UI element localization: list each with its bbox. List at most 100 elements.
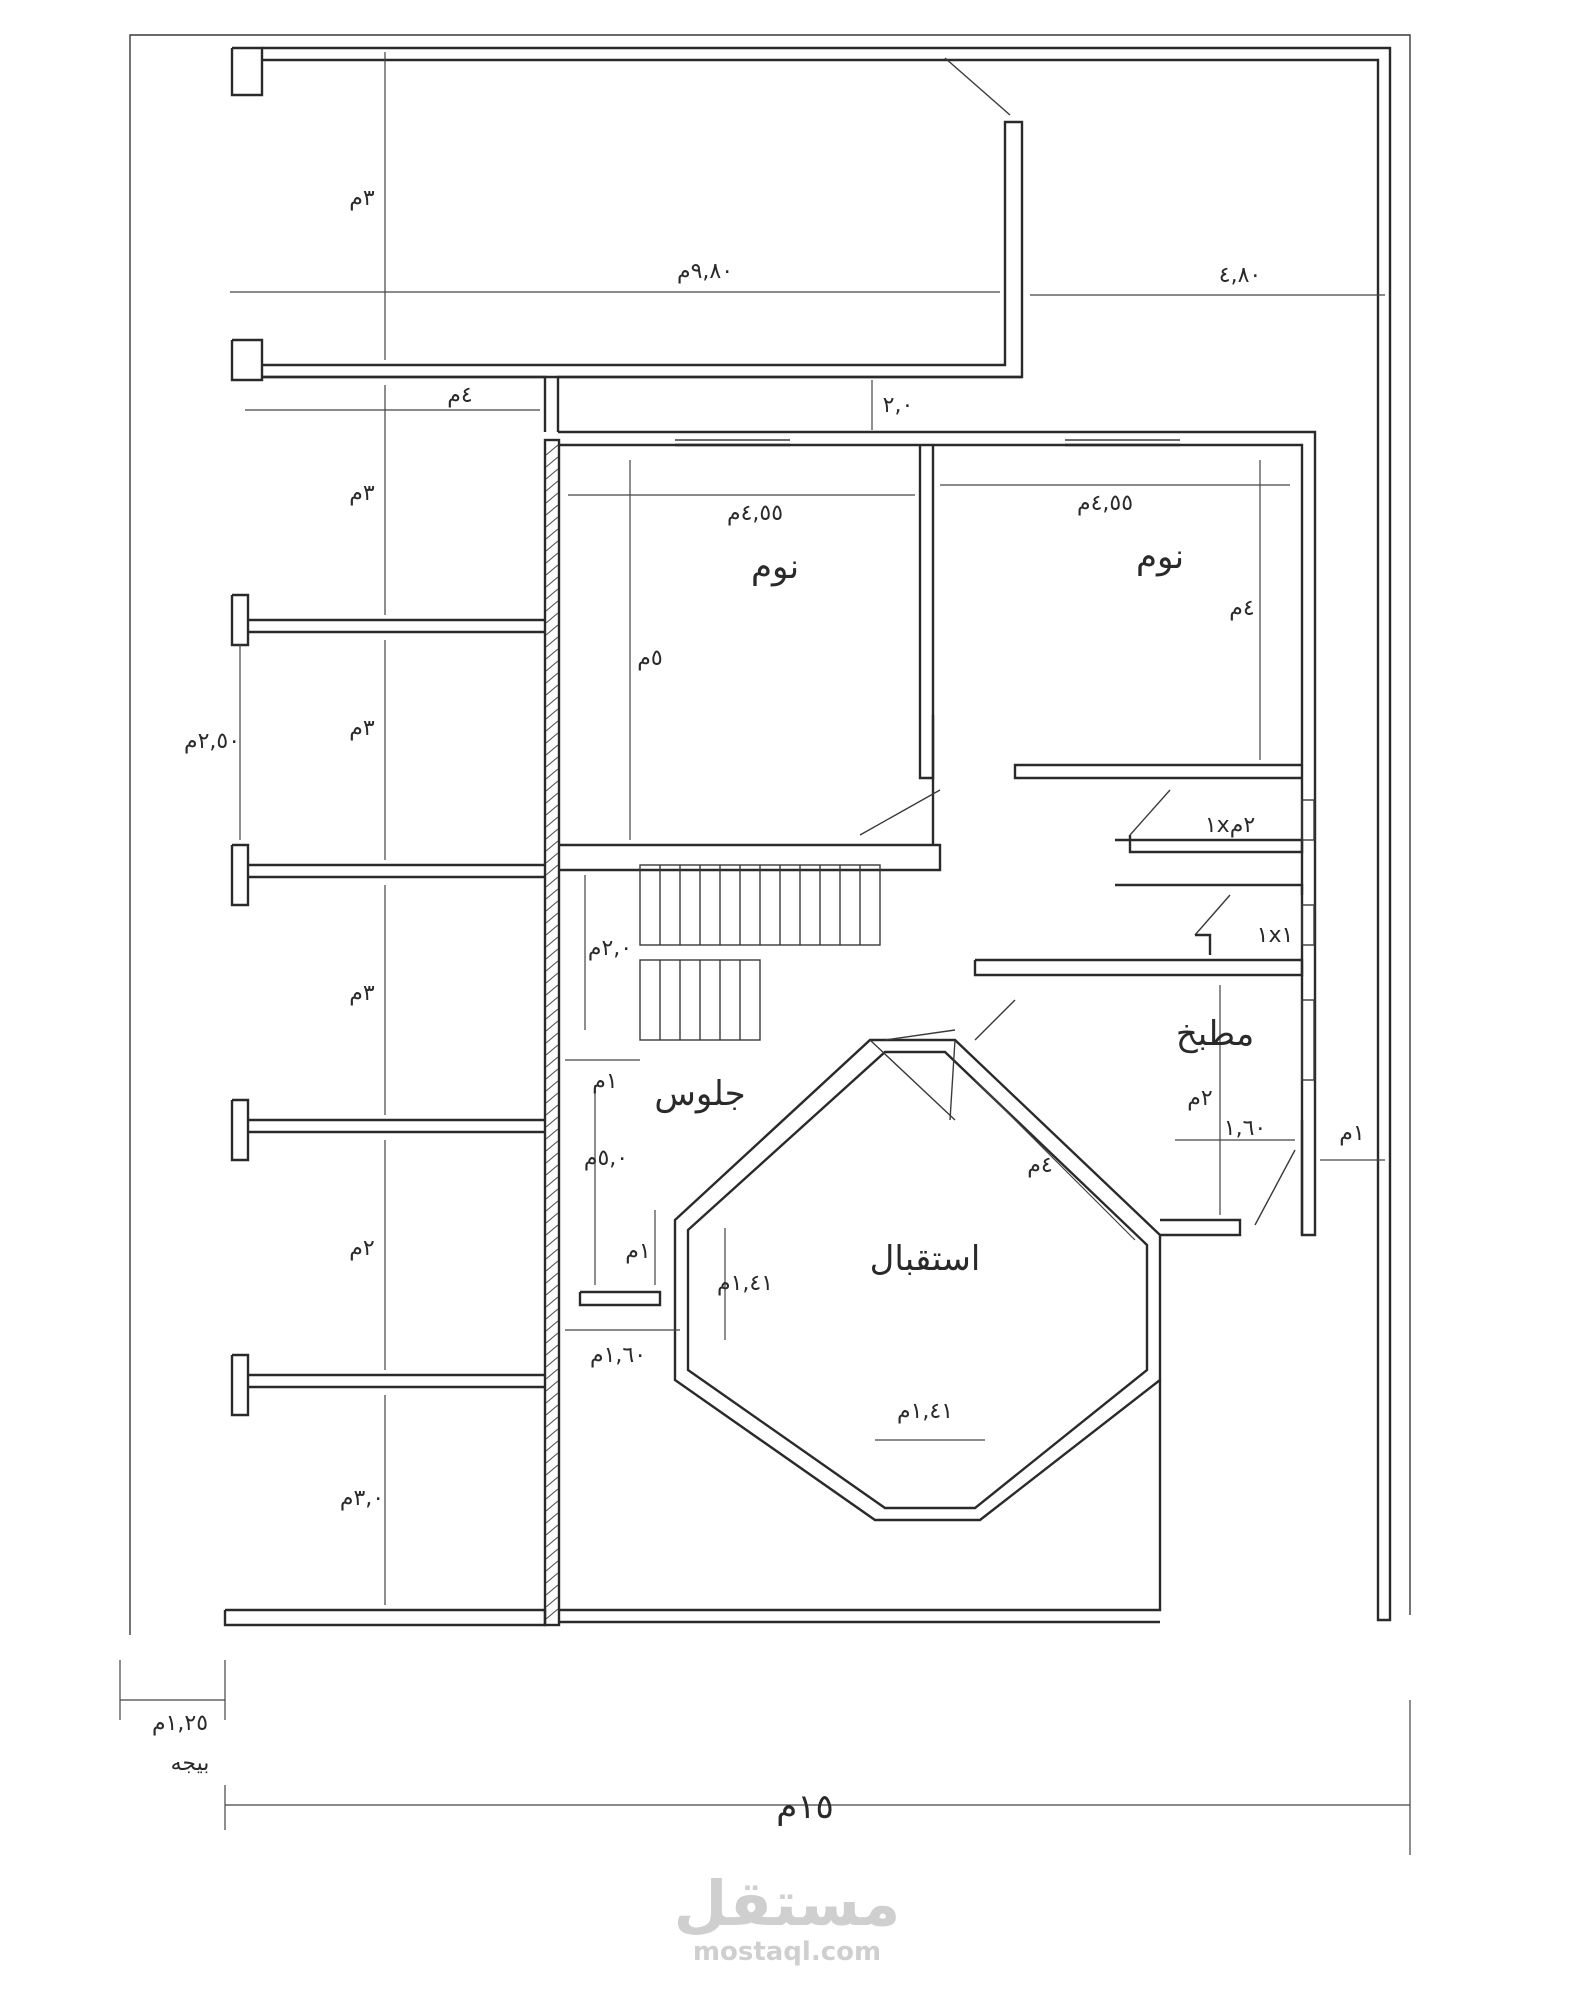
hatch-line — [545, 708, 559, 720]
hatch-line — [545, 888, 559, 900]
hatch-line — [545, 948, 559, 960]
hatch-line — [545, 600, 559, 612]
hatch-line — [545, 744, 559, 756]
hatch-line — [545, 792, 559, 804]
hatch-line — [545, 588, 559, 600]
hatch-line — [545, 1152, 559, 1164]
hatch-line — [545, 780, 559, 792]
hatch-line — [545, 1608, 559, 1620]
hatch-line — [545, 816, 559, 828]
hatch-line — [545, 1332, 559, 1344]
hatch-line — [545, 1284, 559, 1296]
hatch-line — [545, 1500, 559, 1512]
hatch-line — [545, 660, 559, 672]
hatch-line — [545, 732, 559, 744]
dim-overall-width: ١٥م — [776, 1787, 834, 1827]
dim-top-room-length: ٩,٨٠م — [677, 259, 733, 284]
hatch-line — [545, 696, 559, 708]
hatch-line — [545, 984, 559, 996]
baths — [973, 789, 1315, 1081]
hatch-line — [545, 1080, 559, 1092]
hatch-line — [545, 1536, 559, 1548]
hatch-line — [545, 1068, 559, 1080]
hatch-line — [545, 804, 559, 816]
room-label-kitchen: مطبخ — [1176, 1014, 1254, 1054]
hatch-line — [545, 1524, 559, 1536]
label-garden: بيجه — [171, 1751, 210, 1776]
dim-left-bay-1: ٣م — [349, 481, 375, 506]
hatch-line — [545, 1380, 559, 1392]
hatch-line — [545, 756, 559, 768]
hatch-line — [545, 576, 559, 588]
dim-living-width: ١م — [592, 1069, 617, 1094]
room-label-bath-small: ١x١ — [1257, 923, 1294, 948]
hatch-line — [545, 768, 559, 780]
dim-reception-side: ١,٤١م — [717, 1271, 773, 1296]
dim-top-room-depth: ٣م — [349, 186, 375, 211]
dim-top-right-width: ٤,٨٠ — [1219, 263, 1261, 288]
hatch-line — [545, 1512, 559, 1524]
hatch-line — [545, 1440, 559, 1452]
dimension-lines — [119, 52, 1411, 1855]
stair — [639, 864, 881, 1041]
dim-bedroom-right-width: ٤,٥٥م — [1077, 491, 1133, 516]
watermark-site: mostaql.com — [693, 1937, 881, 1967]
hatch-line — [545, 1392, 559, 1404]
hatch-line — [545, 1188, 559, 1200]
hatch-line — [545, 1224, 559, 1236]
hatch-line — [545, 528, 559, 540]
dim-small-depth: ١م — [625, 1239, 650, 1264]
hatch-line — [545, 1476, 559, 1488]
left-bays — [223, 593, 547, 1627]
hatch-line — [545, 1104, 559, 1116]
dim-left-bay-5: ٣,٠م — [340, 1486, 384, 1511]
corridor-walls — [262, 375, 1317, 1237]
hatch-line — [545, 1428, 559, 1440]
hatch-line — [545, 936, 559, 948]
dim-bay-gap: ٢,٥٠م — [184, 729, 240, 754]
hatch-line — [545, 1488, 559, 1500]
hatch-line — [545, 1572, 559, 1584]
hatch-line — [545, 924, 559, 936]
dim-reception-bottom: ١,٤١م — [897, 1399, 953, 1424]
hatch-line — [545, 876, 559, 888]
dim-bedroom-right-depth: ٤م — [1229, 596, 1254, 621]
hatch-line — [545, 1056, 559, 1068]
hatch-line — [545, 492, 559, 504]
hatch-line — [545, 720, 559, 732]
hatch-line — [545, 612, 559, 624]
reception — [673, 999, 1162, 1522]
hatch-line — [545, 480, 559, 492]
dim-left-bay-2: ٣م — [349, 716, 375, 741]
bedrooms — [559, 439, 1302, 872]
hatch-line — [545, 1548, 559, 1560]
watermark-brand: مستقل — [674, 1867, 901, 1940]
hatch-line — [545, 444, 559, 456]
dim-kitchen-depth: ٢م — [1187, 1086, 1212, 1111]
hatch-line — [545, 1320, 559, 1332]
hatch-line — [545, 564, 559, 576]
hatch-line — [545, 840, 559, 852]
dim-door-width: ١,٦٠م — [590, 1343, 646, 1368]
hatch-line — [545, 1236, 559, 1248]
watermark: مستقل mostaql.com — [674, 1867, 901, 1967]
hatch-line — [545, 552, 559, 564]
hatch-line — [545, 996, 559, 1008]
dim-reception-diagonal: ٤م — [1027, 1153, 1052, 1178]
hatch-line — [545, 516, 559, 528]
hatch-line — [545, 1140, 559, 1152]
hatch-line — [545, 540, 559, 552]
hatch-line — [545, 1452, 559, 1464]
dim-living-depth: ٥,٠م — [584, 1146, 628, 1171]
dim-left-bay-3: ٣م — [349, 981, 375, 1006]
hatch-line — [545, 1416, 559, 1428]
hatch-line — [545, 852, 559, 864]
dim-bedroom-left-depth: ٥م — [637, 646, 662, 671]
hatch-line — [545, 504, 559, 516]
room-label-bedroom-left: نوم — [751, 547, 799, 587]
room-label-bedroom-right: نوم — [1136, 537, 1184, 577]
hatch-line — [545, 960, 559, 972]
room-label-reception: استقبال — [870, 1239, 981, 1279]
hatch-line — [545, 1020, 559, 1032]
